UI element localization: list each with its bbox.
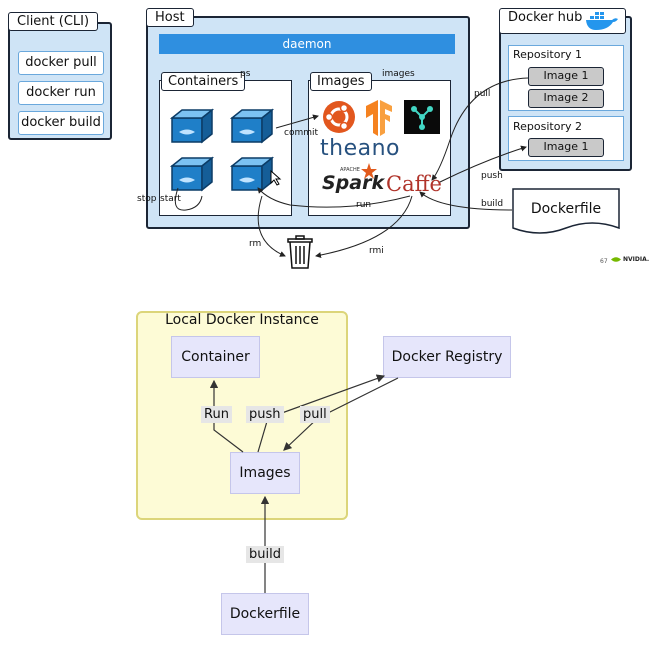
repo1-image-1[interactable]: Image 1 — [528, 67, 604, 86]
repository-2-label: Repository 2 — [513, 120, 582, 133]
push-label: push — [481, 171, 503, 181]
stop-label: stop — [137, 194, 157, 204]
images-title: Images — [310, 72, 372, 91]
build-edge-label: build — [246, 546, 284, 563]
commit-label: commit — [284, 128, 319, 138]
spark-star-icon — [361, 163, 377, 179]
pull-edge-label: pull — [300, 406, 330, 423]
container-cube-3[interactable] — [170, 156, 216, 192]
host-title: Host — [146, 8, 194, 27]
build-label: build — [481, 199, 504, 209]
nvidia-brand-text: NVIDIA. — [623, 256, 650, 263]
daemon-bar: daemon — [159, 34, 455, 54]
ps-label: ps — [240, 69, 251, 79]
repo1-image-2[interactable]: Image 2 — [528, 89, 604, 108]
repository-1-label: Repository 1 — [513, 48, 582, 61]
rmi-label: rmi — [369, 246, 384, 256]
ubuntu-logo-icon — [323, 101, 355, 133]
push-edge-label: push — [246, 406, 284, 423]
client-panel: docker pull docker run docker build — [8, 22, 112, 140]
docker-registry-node[interactable]: Docker Registry — [383, 336, 511, 378]
client-title: Client (CLI) — [8, 12, 99, 31]
trash-icon[interactable] — [287, 235, 313, 269]
network-logo-icon — [404, 100, 440, 134]
images-cmd-label: images — [382, 69, 415, 79]
caffe-logo: Caffe — [386, 172, 442, 196]
spark-logo-small: APACHE — [340, 167, 360, 173]
container-cube-2[interactable] — [230, 108, 276, 144]
tensorflow-logo-icon — [366, 100, 392, 136]
docker-run-button[interactable]: docker run — [18, 81, 104, 105]
theano-logo: theano — [320, 136, 400, 161]
dockerfile-label: Dockerfile — [530, 201, 602, 217]
pull-label: pull — [474, 89, 491, 99]
local-docker-instance-title: Local Docker Instance — [165, 312, 319, 328]
containers-title: Containers — [161, 72, 246, 91]
docker-pull-button[interactable]: docker pull — [18, 51, 104, 75]
docker-build-button[interactable]: docker build — [18, 111, 104, 135]
nvidia-eye-icon — [611, 257, 621, 262]
run-label: run — [356, 200, 372, 210]
dockerfile-document-shape — [512, 188, 620, 234]
docker-whale-icon — [586, 12, 618, 30]
mouse-cursor-icon — [270, 170, 282, 186]
slide-number: 67 — [600, 258, 608, 265]
run-edge-label: Run — [201, 406, 232, 423]
rm-label: rm — [249, 239, 262, 249]
nvidia-logo: NVIDIA. — [611, 256, 649, 263]
container-cube-4[interactable] — [230, 156, 276, 192]
start-label: start — [160, 194, 181, 204]
images-node[interactable]: Images — [230, 452, 300, 494]
repo2-image-1[interactable]: Image 1 — [528, 138, 604, 157]
docker-hub-title-text: Docker hub — [508, 10, 583, 25]
container-node[interactable]: Container — [171, 336, 260, 378]
container-cube-1[interactable] — [170, 108, 216, 144]
dockerfile-node[interactable]: Dockerfile — [221, 593, 309, 635]
